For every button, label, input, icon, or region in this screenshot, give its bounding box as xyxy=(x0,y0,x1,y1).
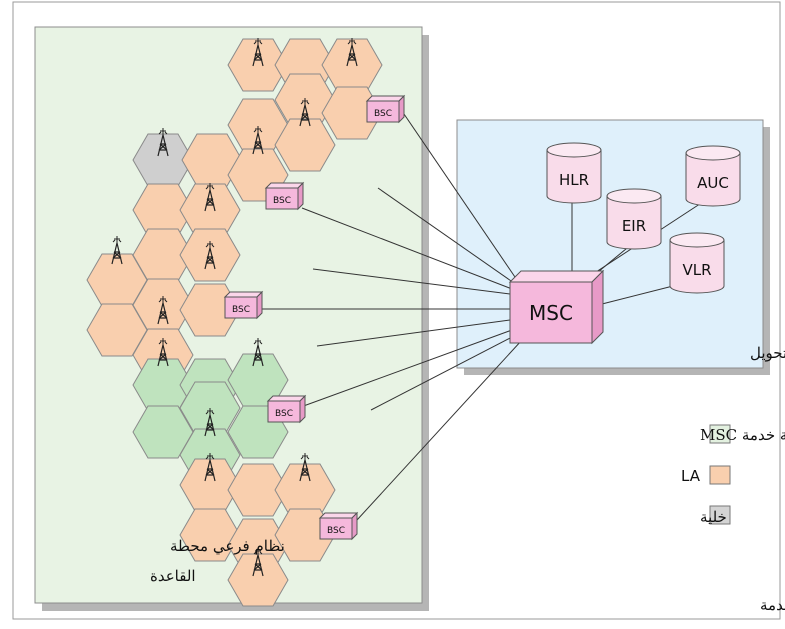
database-label: VLR xyxy=(682,261,711,279)
bsc-box-icon[interactable]: BSC xyxy=(266,394,307,424)
la-cell xyxy=(179,508,241,562)
database-label: EIR xyxy=(622,217,646,235)
legend-label-cell: خلية xyxy=(700,508,727,526)
bsc-nodes: BSC BSC BSC BSC BSC xyxy=(223,94,406,541)
antenna-tower-icon xyxy=(252,338,264,367)
legend-swatch-la xyxy=(709,465,731,485)
bss-label-line1: نظام فرعي محطة xyxy=(170,537,285,555)
bsc-label: BSC xyxy=(273,196,291,206)
database-cylinder-icon[interactable]: HLR xyxy=(546,142,602,204)
msc-label: MSC xyxy=(529,301,573,325)
msc-box-front xyxy=(509,281,593,344)
antenna-tower-icon xyxy=(204,241,216,270)
antenna-tower-icon xyxy=(299,453,311,482)
database-cylinder-icon[interactable]: EIR xyxy=(606,188,662,250)
antenna-tower-icon xyxy=(204,183,216,212)
bsc-label: BSC xyxy=(327,526,345,536)
connection-lines xyxy=(262,113,713,521)
database-cylinder-icon[interactable]: VLR xyxy=(669,232,725,294)
antenna-tower-icon xyxy=(157,338,169,367)
la-cell xyxy=(86,303,148,357)
nss-label: نظام فرعي شبكة التحويل xyxy=(750,344,785,362)
legend-label-la: LA xyxy=(681,467,701,485)
la-cell xyxy=(321,86,383,140)
msc-box-top xyxy=(508,270,605,283)
la-cell xyxy=(227,38,289,92)
msc-node[interactable]: MSC xyxy=(508,269,605,345)
bsc-label: BSC xyxy=(232,305,250,315)
msc-area-cell xyxy=(132,405,194,459)
service-area-label: منطقة خدمة xyxy=(760,596,785,614)
la-cell xyxy=(181,133,243,187)
la-cell xyxy=(179,228,241,282)
antenna-tower-icon xyxy=(111,236,123,265)
antenna-tower-icon xyxy=(252,548,264,577)
la-cell xyxy=(274,118,336,172)
bsc-box-icon[interactable]: BSC xyxy=(264,181,305,211)
bsc-label: BSC xyxy=(275,409,293,419)
legend-swatch-msc-area xyxy=(709,424,731,444)
msc-box-side xyxy=(591,269,604,345)
antenna-tower-icon xyxy=(204,408,216,437)
antenna-tower-icon xyxy=(346,38,358,67)
antenna-tower-icon xyxy=(157,128,169,157)
la-cell xyxy=(227,553,289,607)
bss-label-line2: القاعدة xyxy=(150,567,196,585)
antenna-tower-icon xyxy=(299,98,311,127)
bsc-box-icon[interactable]: BSC xyxy=(365,94,406,124)
database-label: HLR xyxy=(559,171,589,189)
antenna-tower-icon xyxy=(252,38,264,67)
database-label: AUC xyxy=(697,174,729,192)
bsc-box-icon[interactable]: BSC xyxy=(223,290,264,320)
antenna-tower-icon xyxy=(204,453,216,482)
bsc-label: BSC xyxy=(374,109,392,119)
database-nodes: HLR AUC EIR VLR xyxy=(546,142,741,294)
legend-label-msc-area: منطقة خدمة MSC xyxy=(700,426,785,444)
la-cell xyxy=(227,463,289,517)
cell-grid xyxy=(86,38,383,607)
database-cylinder-icon[interactable]: AUC xyxy=(685,145,741,207)
legend-swatch-cell xyxy=(709,505,731,525)
legend: منطقة خدمة MSC LA خلية xyxy=(681,424,785,526)
antenna-towers xyxy=(111,38,358,577)
antenna-tower-icon xyxy=(252,126,264,155)
bsc-box-icon[interactable]: BSC xyxy=(318,511,359,541)
antenna-tower-icon xyxy=(157,296,169,325)
